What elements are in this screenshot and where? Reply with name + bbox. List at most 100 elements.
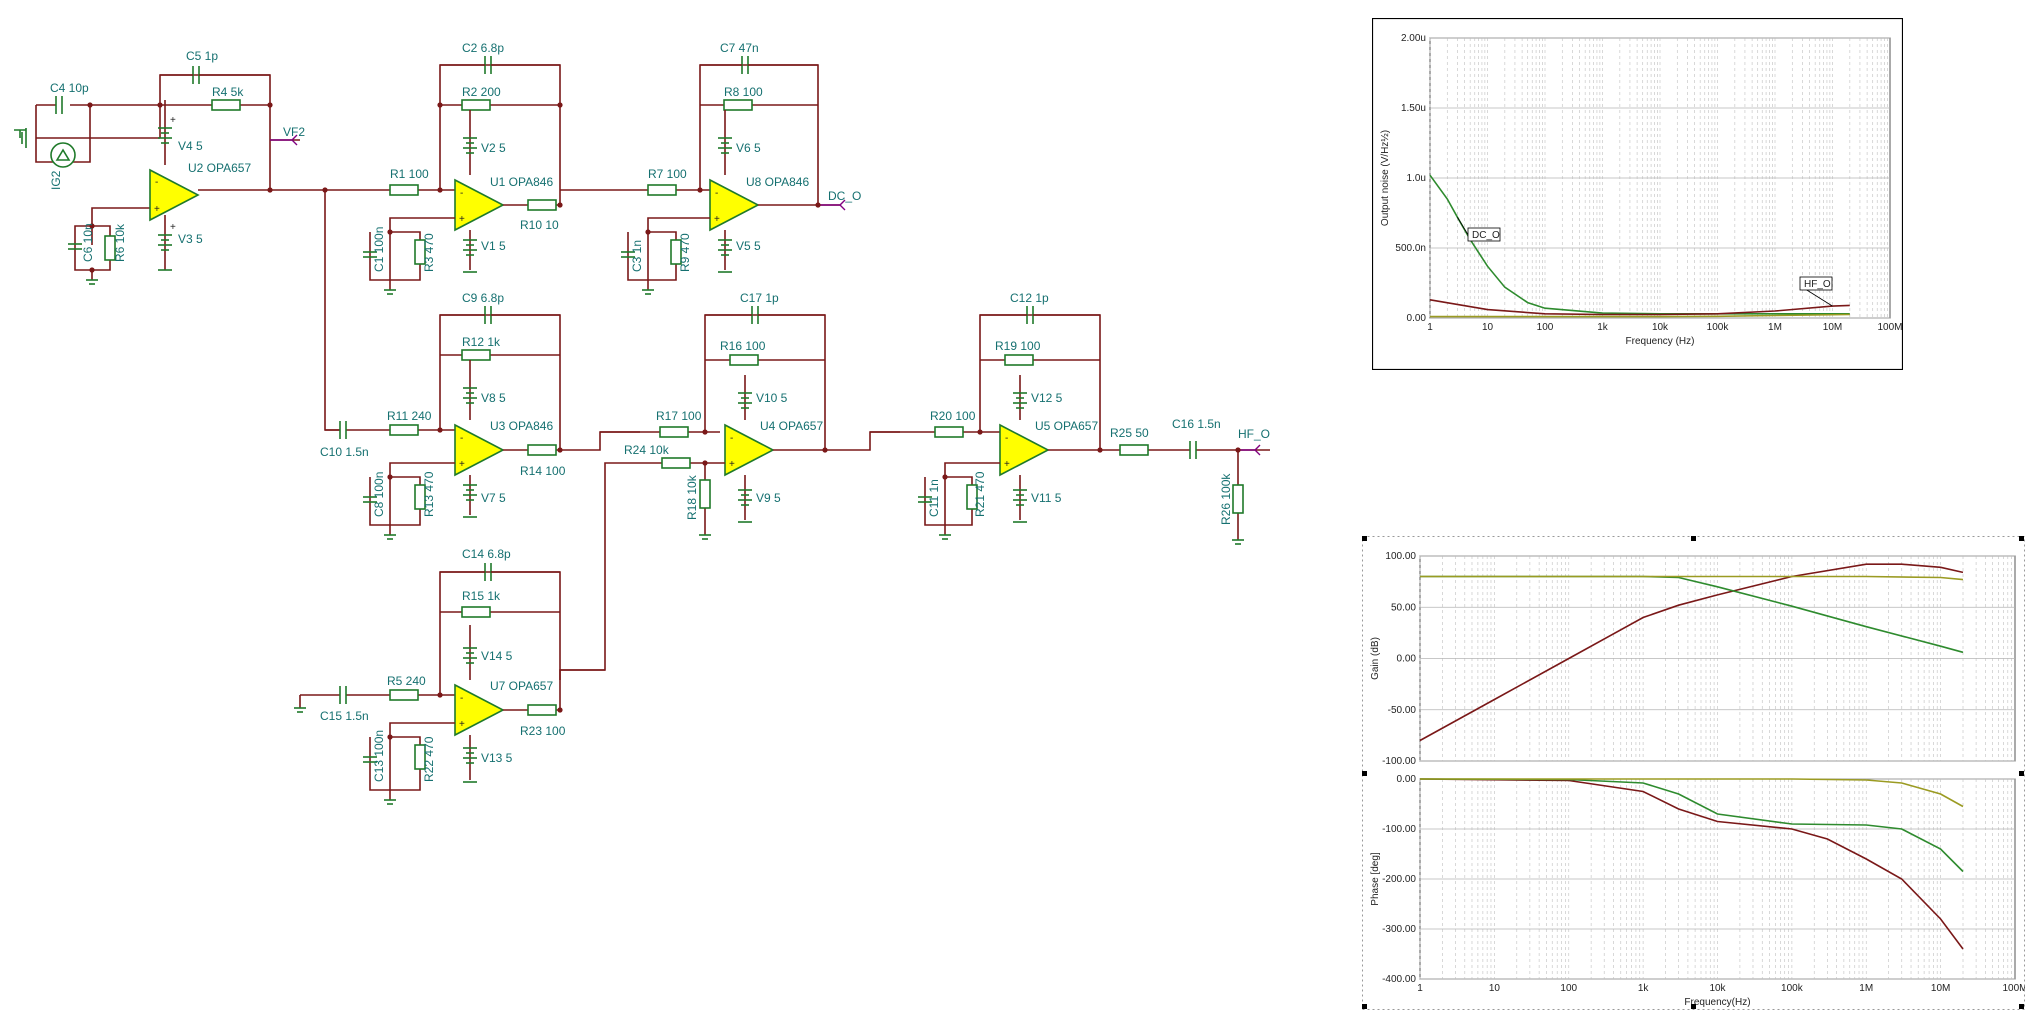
x-tick-label: 100k bbox=[1781, 983, 1804, 994]
circuit-schematic: - + + + -+ bbox=[14, 41, 1270, 805]
y-tick-label: 100.00 bbox=[1385, 551, 1416, 562]
svg-text:-: - bbox=[715, 188, 718, 199]
x-axis-label: Frequency(Hz) bbox=[1684, 997, 1750, 1008]
label-u3: U3 OPA846 bbox=[490, 419, 553, 433]
label-r4: R4 5k bbox=[212, 85, 244, 99]
label-r12: R12 1k bbox=[462, 335, 501, 349]
series-line-2 bbox=[1419, 778, 1964, 873]
y-axis-label: Gain (dB) bbox=[1370, 637, 1381, 680]
x-tick-label: 1M bbox=[1768, 322, 1782, 333]
opamp-u7 bbox=[454, 683, 505, 737]
label-c10: C10 1.5n bbox=[320, 445, 369, 459]
label-c17: C17 1p bbox=[740, 291, 779, 305]
y-tick-label: 2.00u bbox=[1401, 33, 1426, 44]
label-v12: V12 5 bbox=[1031, 391, 1063, 405]
svg-text:+: + bbox=[459, 719, 465, 730]
label-r24: R24 10k bbox=[624, 443, 670, 457]
label-c7: C7 47n bbox=[720, 41, 759, 55]
label-u2: U2 OPA657 bbox=[188, 161, 251, 175]
series-line-3 bbox=[1430, 313, 1850, 318]
label-c15: C15 1.5n bbox=[320, 709, 369, 723]
label-r19: R19 100 bbox=[995, 339, 1041, 353]
label-vf2: VF2 bbox=[283, 125, 305, 139]
selection-handle[interactable] bbox=[2019, 1004, 2024, 1009]
label-r8: R8 100 bbox=[724, 85, 763, 99]
y-tick-label: -400.00 bbox=[1382, 974, 1416, 985]
label-c5: C5 1p bbox=[186, 49, 218, 63]
x-tick-label: 100M bbox=[2002, 983, 2025, 994]
selection-handle[interactable] bbox=[2019, 536, 2024, 541]
label-r26: R26 100k bbox=[1219, 473, 1233, 525]
selection-handle[interactable] bbox=[1362, 771, 1367, 776]
svg-text:+: + bbox=[1004, 459, 1010, 470]
stage-u8: -+ bbox=[560, 56, 846, 295]
stage-u1: -+ bbox=[363, 56, 563, 295]
svg-text:+: + bbox=[714, 214, 720, 225]
series-line-3 bbox=[1420, 575, 1964, 581]
svg-text:-: - bbox=[460, 188, 463, 199]
stage-u7: -+ bbox=[294, 563, 605, 805]
label-v2: V2 5 bbox=[481, 141, 506, 155]
label-r25: R25 50 bbox=[1110, 426, 1149, 440]
x-tick-label: 1M bbox=[1859, 983, 1873, 994]
current-source-ig2 bbox=[50, 142, 76, 168]
label-r1: R1 100 bbox=[390, 167, 429, 181]
series-line-2 bbox=[1429, 299, 1850, 316]
selection-handle[interactable] bbox=[1691, 1004, 1696, 1009]
label-c9: C9 6.8p bbox=[462, 291, 504, 305]
stage-u5: -+ bbox=[870, 306, 1270, 545]
y-tick-label: -300.00 bbox=[1382, 924, 1416, 935]
label-r13: R13 470 bbox=[422, 471, 436, 517]
series-tag-label: DC_O bbox=[1472, 230, 1500, 241]
label-v4: V4 5 bbox=[178, 139, 203, 153]
svg-text:-: - bbox=[730, 433, 733, 444]
opamp-u4 bbox=[724, 423, 775, 477]
label-v6: V6 5 bbox=[736, 141, 761, 155]
label-c8: C8 100n bbox=[372, 472, 386, 517]
label-r9: R9 470 bbox=[678, 233, 692, 272]
label-ig2: IG2 bbox=[49, 170, 63, 190]
label-r14: R14 100 bbox=[520, 464, 566, 478]
label-r11: R11 240 bbox=[387, 409, 432, 423]
label-c2: C2 6.8p bbox=[462, 41, 504, 55]
series-line-1 bbox=[1419, 778, 1964, 950]
series-line-1 bbox=[1419, 563, 1964, 742]
label-u8: U8 OPA846 bbox=[746, 175, 809, 189]
y-tick-label: 0.00 bbox=[1397, 654, 1417, 665]
opamp-u2 bbox=[149, 168, 200, 222]
x-tick-label: 100M bbox=[1877, 322, 1902, 333]
label-v11: V11 5 bbox=[1031, 491, 1062, 505]
selection-handle[interactable] bbox=[2019, 771, 2024, 776]
y-tick-label: 500.0n bbox=[1395, 243, 1426, 254]
y-tick-label: 0.00 bbox=[1407, 313, 1427, 324]
selection-handle[interactable] bbox=[1691, 536, 1696, 541]
svg-text:-: - bbox=[460, 433, 463, 444]
label-r23: R23 100 bbox=[520, 724, 566, 738]
x-tick-label: 10 bbox=[1482, 322, 1494, 333]
label-c12: C12 1p bbox=[1010, 291, 1049, 305]
label-r20: R20 100 bbox=[930, 409, 976, 423]
y-tick-label: -100.00 bbox=[1382, 824, 1416, 835]
x-tick-label: 1 bbox=[1427, 322, 1433, 333]
label-v9: V9 5 bbox=[756, 491, 781, 505]
label-c3: C3 1n bbox=[630, 240, 644, 272]
selection-handle[interactable] bbox=[1362, 536, 1367, 541]
label-r7: R7 100 bbox=[648, 167, 687, 181]
svg-text:+: + bbox=[459, 459, 465, 470]
svg-text:-: - bbox=[1005, 433, 1008, 444]
label-r18: R18 10k bbox=[685, 474, 699, 520]
svg-text:+: + bbox=[729, 459, 735, 470]
x-tick-label: 10M bbox=[1823, 322, 1842, 333]
label-hf-o: HF_O bbox=[1238, 427, 1270, 441]
label-r21: R21 470 bbox=[973, 471, 987, 517]
y-tick-label: -50.00 bbox=[1388, 705, 1417, 716]
selection-handle[interactable] bbox=[1362, 1004, 1367, 1009]
label-r3: R3 470 bbox=[422, 233, 436, 272]
label-v1: V1 5 bbox=[481, 239, 506, 253]
y-tick-label: 50.00 bbox=[1391, 602, 1416, 613]
label-v7: V7 5 bbox=[481, 491, 506, 505]
